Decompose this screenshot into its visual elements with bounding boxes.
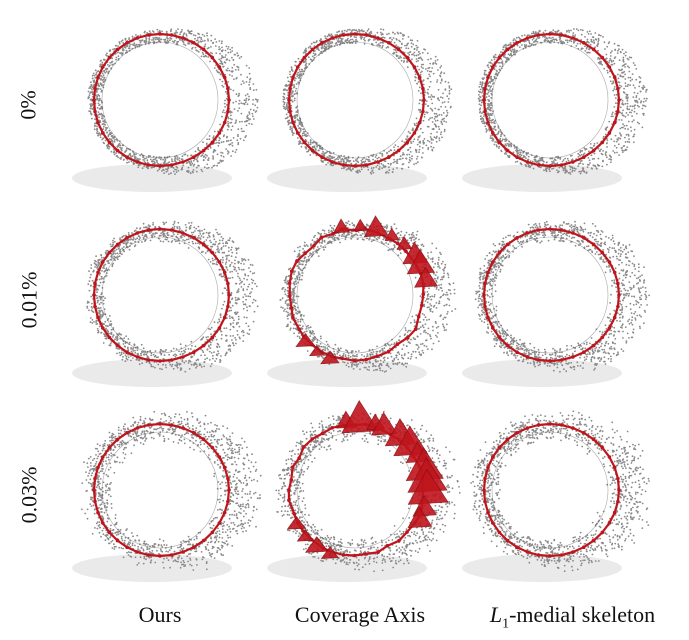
- ground-shadow: [462, 554, 622, 582]
- column-label-coverage-axis: Coverage Axis: [294, 602, 426, 627]
- tetra-artifact: [296, 529, 315, 542]
- ground-shadow: [267, 554, 427, 582]
- tetra-artifact: [308, 345, 325, 357]
- torus-panel: [267, 28, 453, 192]
- tetra-artifact: [396, 235, 413, 250]
- point-cloud: [279, 220, 457, 373]
- ground-shadow: [72, 359, 232, 387]
- inner-rim: [296, 431, 414, 549]
- skeleton: [482, 227, 621, 363]
- tetra-artifact: [406, 249, 436, 275]
- tetra-artifact: [353, 218, 368, 232]
- tetra-artifact: [295, 333, 316, 348]
- ground-shadow: [462, 359, 622, 387]
- torus-panel: [462, 220, 650, 387]
- torus-panel: [462, 410, 650, 582]
- skeleton: [287, 32, 426, 168]
- tetra-artifact: [320, 350, 340, 365]
- torus-panel: [72, 28, 259, 192]
- tetra-artifact: [414, 266, 439, 288]
- point-cloud: [474, 220, 650, 373]
- ground-shadow: [72, 554, 232, 582]
- skeleton: [287, 215, 439, 365]
- panel-grid: [72, 28, 650, 582]
- tetra-artifact: [363, 215, 389, 238]
- torus-panel: [462, 28, 648, 192]
- skeleton-curve: [482, 227, 621, 363]
- point-cloud: [87, 28, 259, 176]
- column-label-l1-medial: L1-medial skeleton: [489, 602, 656, 632]
- tetra-artifact: [333, 218, 350, 234]
- skeleton: [286, 400, 449, 559]
- ground-shadow: [462, 164, 622, 192]
- skeleton: [92, 227, 231, 363]
- tetra-artifact: [371, 411, 398, 436]
- skeleton-curve: [92, 32, 231, 168]
- torus-panel: [267, 215, 457, 387]
- inner-rim: [491, 236, 609, 354]
- skeleton-curve: [482, 422, 621, 558]
- torus-panel: [267, 400, 461, 582]
- skeleton-curve: [92, 422, 231, 558]
- inner-rim: [491, 431, 609, 549]
- skeleton: [482, 32, 621, 168]
- point-cloud: [470, 410, 650, 573]
- skeleton-curve: [92, 227, 231, 363]
- torus-panel: [72, 220, 259, 387]
- inner-rim: [296, 41, 414, 159]
- skeleton-curve: [287, 32, 426, 168]
- tetra-artifact: [384, 227, 400, 241]
- column-label-ours: Ours: [138, 602, 182, 627]
- tetra-artifact: [320, 546, 340, 559]
- point-cloud: [282, 28, 453, 175]
- tetra-artifact: [286, 516, 307, 530]
- tetra-artifact: [304, 536, 329, 553]
- inner-rim: [101, 236, 219, 354]
- inner-rim: [101, 431, 219, 549]
- skeleton: [482, 422, 621, 558]
- skeleton-curve: [482, 32, 621, 168]
- point-cloud: [477, 28, 648, 175]
- skeleton: [92, 32, 231, 168]
- skeleton: [92, 422, 231, 558]
- inner-rim: [296, 236, 414, 354]
- torus-panel: [72, 410, 262, 582]
- inner-rim: [101, 41, 219, 159]
- tetra-artifact: [407, 506, 433, 529]
- inner-rim: [491, 41, 609, 159]
- point-cloud: [86, 220, 259, 373]
